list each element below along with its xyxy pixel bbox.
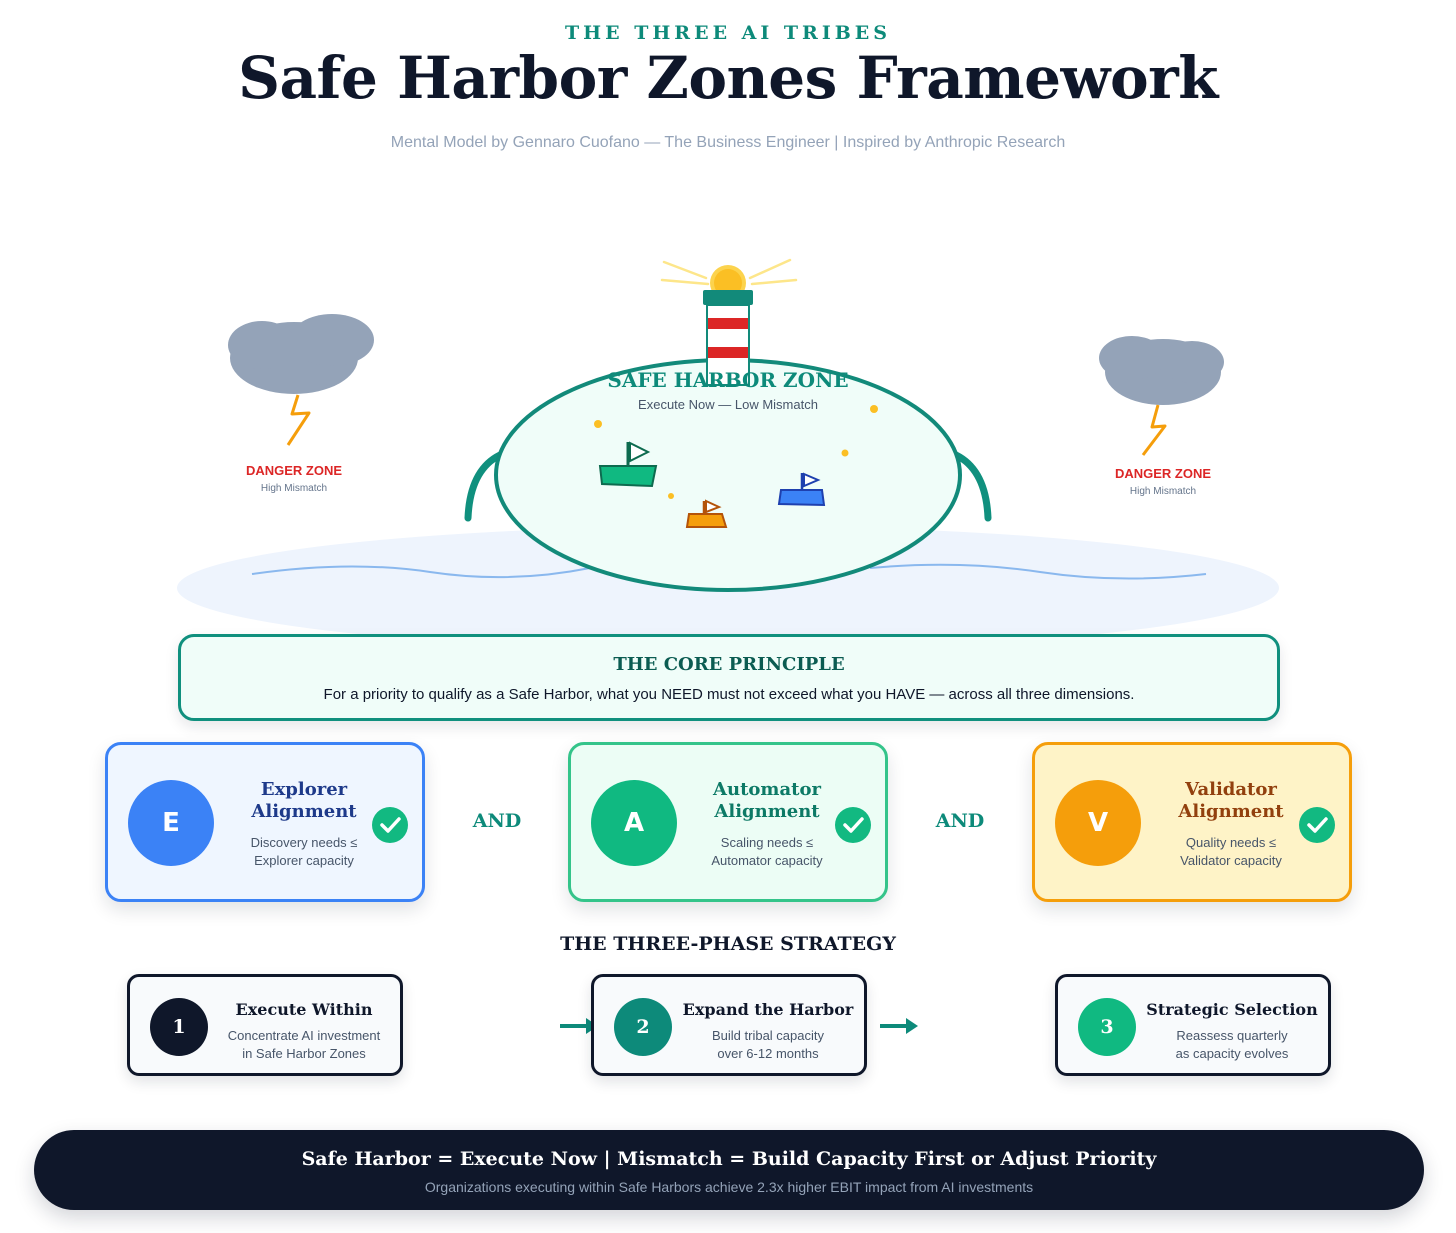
blue-boat-icon: [777, 472, 826, 507]
green-boat-icon: [598, 441, 658, 488]
phase-3-line-1: Reassess quarterly: [1176, 1028, 1288, 1043]
danger-zone-right-title: DANGER ZONE: [1114, 466, 1212, 481]
and-connector: AND: [935, 810, 985, 832]
phase-description-1: Concentrate AI investment in Safe Harbor…: [218, 1027, 390, 1063]
explorer-badge: E: [128, 780, 214, 866]
danger-zone-left-subtitle: High Mismatch: [260, 483, 328, 494]
phase-number-3: 3: [1078, 998, 1136, 1056]
harbor-lights: [594, 405, 878, 499]
automator-alignment-card: A Automator Alignment Scaling needs ≤ Au…: [568, 742, 888, 902]
storm-cloud-right-icon: [1099, 336, 1224, 405]
danger-zone-right: DANGER ZONE High Mismatch: [1063, 466, 1263, 497]
check-icon: [835, 807, 871, 843]
harbor-illustration: [177, 258, 1279, 640]
explorer-title: Explorer Alignment: [251, 779, 357, 822]
explorer-alignment-card: E Explorer Alignment Discovery needs ≤ E…: [105, 742, 425, 902]
validator-description: Quality needs ≤ Validator capacity: [1151, 834, 1311, 870]
page-subtitle: Mental Model by Gennaro Cuofano — The Bu…: [390, 134, 1066, 151]
automator-badge: A: [591, 780, 677, 866]
harbor-subtitle: Execute Now — Low Mismatch: [638, 397, 818, 412]
validator-line-2: Validator capacity: [1180, 853, 1282, 868]
phase-description-2: Build tribal capacity over 6-12 months: [682, 1027, 854, 1063]
and-connector: AND: [472, 810, 522, 832]
arrow-right-icon: [880, 1018, 918, 1034]
phase-1-line-1: Concentrate AI investment: [227, 1028, 381, 1043]
phase-number-2: 2: [614, 998, 672, 1056]
validator-alignment-card: V Validator Alignment Quality needs ≤ Va…: [1032, 742, 1352, 902]
storm-cloud-left-icon: [228, 314, 374, 394]
phase-strategic-selection: 3 Strategic Selection Reassess quarterly…: [1055, 974, 1331, 1076]
explorer-line-2: Explorer capacity: [254, 853, 354, 868]
phase-1-line-2: in Safe Harbor Zones: [242, 1046, 366, 1061]
phase-number-1: 1: [150, 998, 208, 1056]
automator-description: Scaling needs ≤ Automator capacity: [687, 834, 847, 870]
phase-title-1: Execute Within: [235, 1000, 373, 1019]
phase-expand-harbor: 2 Expand the Harbor Build tribal capacit…: [591, 974, 867, 1076]
validator-line-1: Quality needs ≤: [1185, 835, 1277, 850]
check-icon: [1299, 807, 1335, 843]
phase-title-2: Expand the Harbor: [682, 1000, 854, 1019]
wave-right: [869, 563, 1207, 580]
lightning-right-icon: [1141, 404, 1167, 456]
harbor-wall-right: [952, 451, 992, 522]
lightning-left-icon: [286, 394, 311, 446]
phase-description-3: Reassess quarterly as capacity evolves: [1146, 1027, 1318, 1063]
phase-2-line-2: over 6-12 months: [717, 1046, 819, 1061]
validator-title: Validator Alignment: [1178, 779, 1284, 822]
summary-main: Safe Harbor = Execute Now | Mismatch = B…: [301, 1148, 1157, 1170]
core-principle-text: For a priority to qualify as a Safe Harb…: [323, 686, 1135, 703]
explorer-line-1: Discovery needs ≤: [250, 835, 358, 850]
automator-line-1: Scaling needs ≤: [720, 835, 814, 850]
check-icon: [372, 807, 408, 843]
phase-2-line-1: Build tribal capacity: [712, 1028, 824, 1043]
explorer-description: Discovery needs ≤ Explorer capacity: [224, 834, 384, 870]
summary-banner: Safe Harbor = Execute Now | Mismatch = B…: [34, 1130, 1424, 1210]
automator-line-2: Automator capacity: [711, 853, 823, 868]
wave-left: [251, 565, 591, 579]
core-principle-title: THE CORE PRINCIPLE: [613, 654, 845, 675]
core-principle-box: THE CORE PRINCIPLE For a priority to qua…: [178, 634, 1280, 721]
eyebrow-label: THE THREE AI TRIBES: [565, 22, 891, 44]
danger-zone-left-title: DANGER ZONE: [245, 463, 343, 478]
danger-zone-right-subtitle: High Mismatch: [1129, 486, 1197, 497]
validator-badge: V: [1055, 780, 1141, 866]
harbor-wall-left: [464, 451, 504, 522]
page-title: Safe Harbor Zones Framework: [238, 44, 1218, 112]
summary-sub: Organizations executing within Safe Harb…: [424, 1179, 1034, 1195]
orange-boat-icon: [685, 499, 728, 528]
strategy-heading: THE THREE-PHASE STRATEGY: [560, 933, 896, 955]
safe-harbor-zone: [494, 358, 962, 592]
phase-3-line-2: as capacity evolves: [1175, 1046, 1289, 1061]
lighthouse-icon: [660, 258, 798, 386]
automator-title: Automator Alignment: [713, 779, 821, 822]
phase-execute-within: 1 Execute Within Concentrate AI investme…: [127, 974, 403, 1076]
danger-zone-left: DANGER ZONE High Mismatch: [194, 463, 394, 494]
phase-title-3: Strategic Selection: [1146, 1000, 1318, 1019]
harbor-title: SAFE HARBOR ZONE: [607, 368, 849, 392]
